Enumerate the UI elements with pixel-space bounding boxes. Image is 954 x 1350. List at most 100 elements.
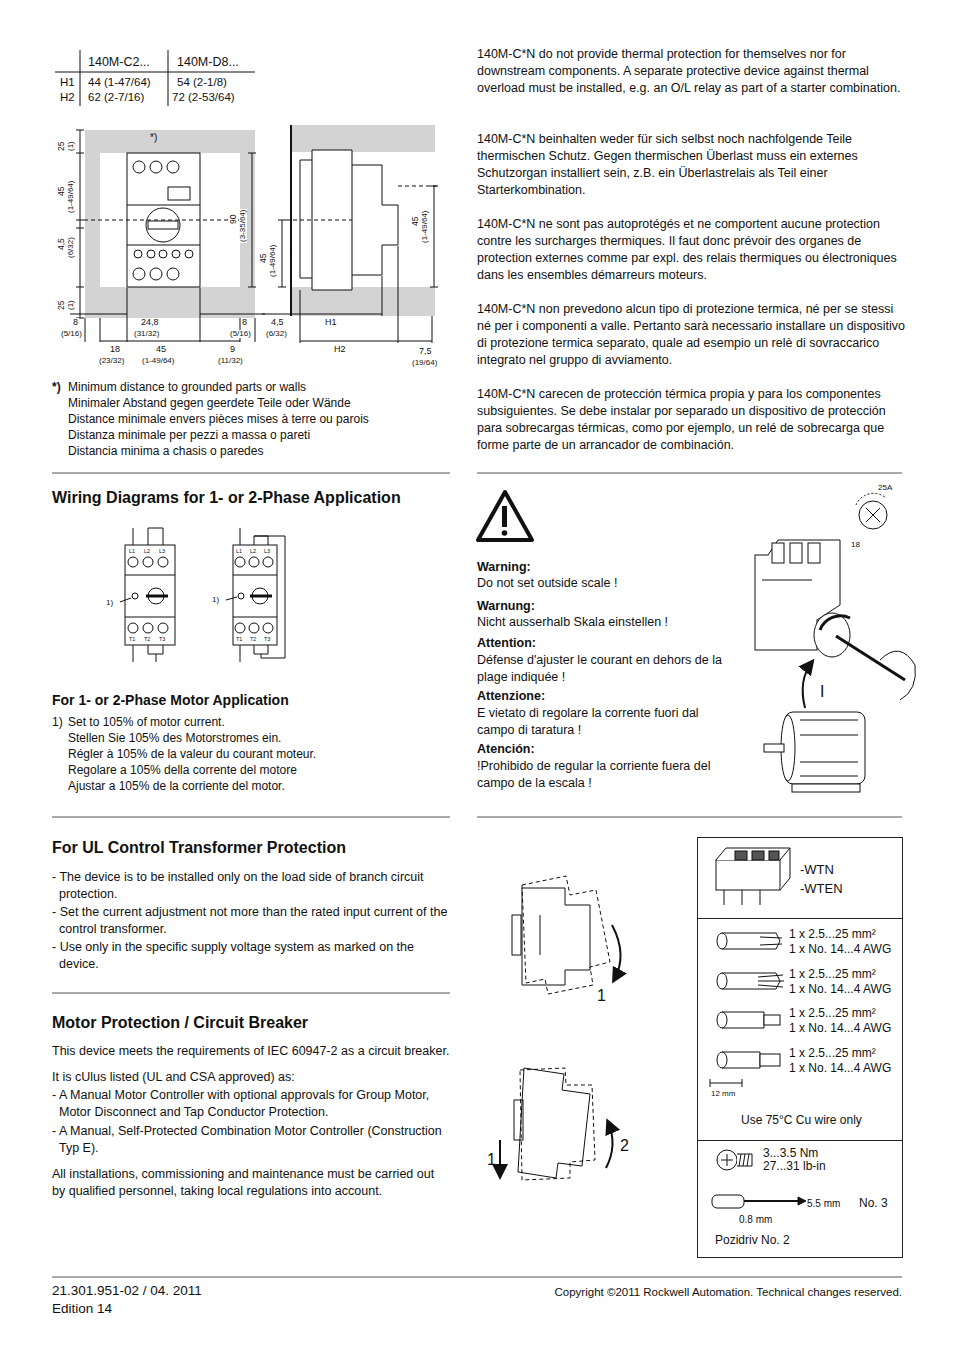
terminal-label: L1 <box>236 548 242 554</box>
spec-text: 3...3.5 Nm <box>763 1147 818 1161</box>
terminal-label: T2 <box>144 636 150 642</box>
warning-text: E vietato di regolare la corrente fuori … <box>477 705 722 739</box>
step-number: 1 <box>597 987 606 1005</box>
dimension-label: 25 <box>57 141 66 152</box>
illustration-label: 25A <box>878 483 892 492</box>
section-heading: Wiring Diagrams for 1- or 2-Phase Applic… <box>52 489 401 507</box>
body-text: This device meets the requirements of IE… <box>52 1043 450 1060</box>
terminal-label: T3 <box>264 636 270 642</box>
dimension-label: 90 <box>229 214 238 225</box>
warning-text: Warning: <box>477 560 531 574</box>
dimension-label: (1) <box>67 140 75 152</box>
warning-text: Nicht ausserhalb Skala einstellen ! <box>477 615 668 629</box>
spec-text: 1 x 2.5...25 mm² <box>789 1047 876 1061</box>
spec-text: 1 x No. 14...4 AWG <box>789 943 891 957</box>
dimension-label: 25 <box>57 300 66 311</box>
dimension-label: 8 <box>72 318 79 327</box>
terminal-label: L2 <box>144 548 150 554</box>
spec-text: Use 75°C Cu wire only <box>741 1114 862 1128</box>
dimension-label: (3-35/64) <box>239 209 247 243</box>
paragraph: 140M-C*N beinhalten weder für sich selbs… <box>477 131 905 199</box>
spec-text: 0.8 mm <box>739 1214 772 1226</box>
paragraph: 140M-C*N ne sont pas autoprotégés et ne … <box>477 216 905 284</box>
dimension-label: 4,5 <box>57 237 66 251</box>
wire-spec-panel: 1 x 2.5...25 mm²1 x No. 14...4 AWG1 x 2.… <box>697 918 903 1141</box>
spec-text: 1 x No. 14...4 AWG <box>789 1022 891 1036</box>
paragraph: 140M-C*N non prevedono alcun tipo di pro… <box>477 301 905 369</box>
note-text: Set to 105% of motor current. <box>68 716 225 730</box>
callout-number: 1) <box>106 598 113 607</box>
terminal-label: T2 <box>250 636 256 642</box>
spec-text: No. 3 <box>859 1197 888 1211</box>
terminal-label: L3 <box>264 548 270 554</box>
dimension-label: 9 <box>229 345 236 354</box>
body-text: It is cUlus listed (UL and CSA approved)… <box>52 1069 450 1086</box>
spec-text: 1 x 2.5...25 mm² <box>789 1007 876 1021</box>
terminal-type-panel: -WTN -WTEN <box>697 837 903 919</box>
dimension-label: 4,5 <box>270 318 285 327</box>
dimension-label: (1-49/64) <box>421 210 429 244</box>
note-text: Regolare a 105% della corrente del motor… <box>68 764 297 778</box>
footnote-mark: *) <box>150 132 157 144</box>
terminal-label: T3 <box>159 636 165 642</box>
footnote-mark: *) <box>52 381 61 395</box>
step-number: 1 <box>487 1151 496 1169</box>
footer-text: Edition 14 <box>52 1301 112 1317</box>
note-text: Régler à 105% de la valeur du courant mo… <box>68 748 316 762</box>
body-text: - The device is to be installed only on … <box>52 869 454 903</box>
paragraph: 140M-C*N do not provide thermal protecti… <box>477 46 905 97</box>
footnote-text: Distanza minimale per pezzi a massa o pa… <box>68 429 310 443</box>
illustration-label: I <box>820 683 824 701</box>
dimension-label: 8 <box>241 318 248 327</box>
warning-text: !Prohibido de regular la corriente fuera… <box>477 758 722 792</box>
spec-text: -WTN <box>800 863 834 878</box>
warning-text: Défense d'ajuster le courant en dehors d… <box>477 652 722 686</box>
spec-text: 5.5 mm <box>807 1198 840 1210</box>
body-text: - Use only in the specific supply voltag… <box>52 939 454 973</box>
table-cell: H1 <box>60 76 75 89</box>
table-cell: 62 (2-7/16) <box>88 91 144 104</box>
footnote-text: Minimaler Abstand gegen geerdete Teile o… <box>68 397 351 411</box>
section-heading: For 1- or 2-Phase Motor Application <box>52 692 289 708</box>
dimension-label: (6/32) <box>265 330 288 338</box>
warning-text: Atención: <box>477 742 535 756</box>
callout-number: 1) <box>212 595 219 604</box>
dimension-label: H1 <box>324 318 338 327</box>
body-text: - A Manual Motor Controller with optiona… <box>52 1087 454 1121</box>
warning-text: Warnung: <box>477 599 535 613</box>
note-text: Stellen Sie 105% des Motorstromes ein. <box>68 732 281 746</box>
step-number: 2 <box>620 1137 629 1155</box>
table-cell: 44 (1-47/64) <box>88 76 151 89</box>
dimension-label: (31/32) <box>133 330 160 338</box>
spec-text: -WTEN <box>800 882 843 897</box>
dimension-label: (5/16) <box>229 330 252 338</box>
footnote-text: Minimum distance to grounded parts or wa… <box>68 381 306 395</box>
body-text: - A Manual, Self-Protected Combination M… <box>52 1123 454 1157</box>
table-cell: 54 (2-1/8) <box>177 76 227 89</box>
terminal-label: L1 <box>129 548 135 554</box>
dimension-label: 45 <box>259 253 268 264</box>
terminal-label: T1 <box>129 636 135 642</box>
dimension-label: 45 <box>155 345 167 354</box>
spec-text: 12 mm <box>711 1089 735 1098</box>
dimension-label: (19/64) <box>411 359 438 367</box>
terminal-label: T1 <box>236 636 242 642</box>
terminal-label: L3 <box>159 548 165 554</box>
spec-text: 1 x 2.5...25 mm² <box>789 968 876 982</box>
spec-text: 1 x No. 14...4 AWG <box>789 1062 891 1076</box>
dimension-label: (6/32) <box>67 236 75 259</box>
torque-spec-panel: 3...3.5 Nm27...31 lb-in 5.5 mm 0.8 mm No. 3… <box>697 1140 903 1258</box>
note-text: 1) <box>52 716 63 730</box>
dimension-label: 18 <box>109 345 121 354</box>
spec-text: 27...31 lb-in <box>763 1160 826 1174</box>
spec-text: 1 x No. 14...4 AWG <box>789 983 891 997</box>
spec-text: 1 x 2.5...25 mm² <box>789 928 876 942</box>
footer-text: 21.301.951-02 / 04. 2011 <box>52 1283 202 1299</box>
table-cell: 140M-D8... <box>177 55 239 69</box>
body-text: - Set the current adjustment not more th… <box>52 904 454 938</box>
note-text: Ajustar a 105% de la corriente del motor… <box>68 780 285 794</box>
body-text: All installations, commissioning and mai… <box>52 1166 450 1200</box>
warning-text: Attenzione: <box>477 689 545 703</box>
dimension-label: (5/16) <box>60 330 83 338</box>
